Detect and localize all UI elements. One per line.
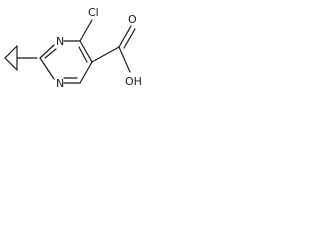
atom-hydroxyl: OH (125, 75, 142, 88)
bond-n1-c2 (39, 57, 55, 80)
bond-c5-carboxyl-carbon (91, 46, 120, 63)
bond-cyclopropyl-left (4, 45, 18, 59)
bond-carboxyl-o-inner (123, 28, 136, 49)
bond-c4-c5 (79, 40, 93, 63)
atom-chlorine: Cl (88, 6, 99, 19)
bond-c5-c6 (79, 61, 93, 84)
bond-c2-n3-inner (44, 48, 57, 59)
bond-carboxyl-o (118, 25, 132, 48)
atom-carbonyl-oxygen: O (128, 13, 137, 26)
bond-c2-n3 (39, 44, 55, 59)
bond-cyclopropyl-bottom (4, 57, 18, 71)
molecule-diagram: N N ClO OH (4, 6, 142, 90)
bond-carboxyl-oh (118, 46, 131, 73)
atom-nitrogen-top: N (56, 35, 64, 48)
bond-c4-c5-inner (78, 46, 88, 63)
bond-c4-cl (79, 19, 93, 42)
atom-nitrogen-bottom: N (56, 77, 64, 90)
